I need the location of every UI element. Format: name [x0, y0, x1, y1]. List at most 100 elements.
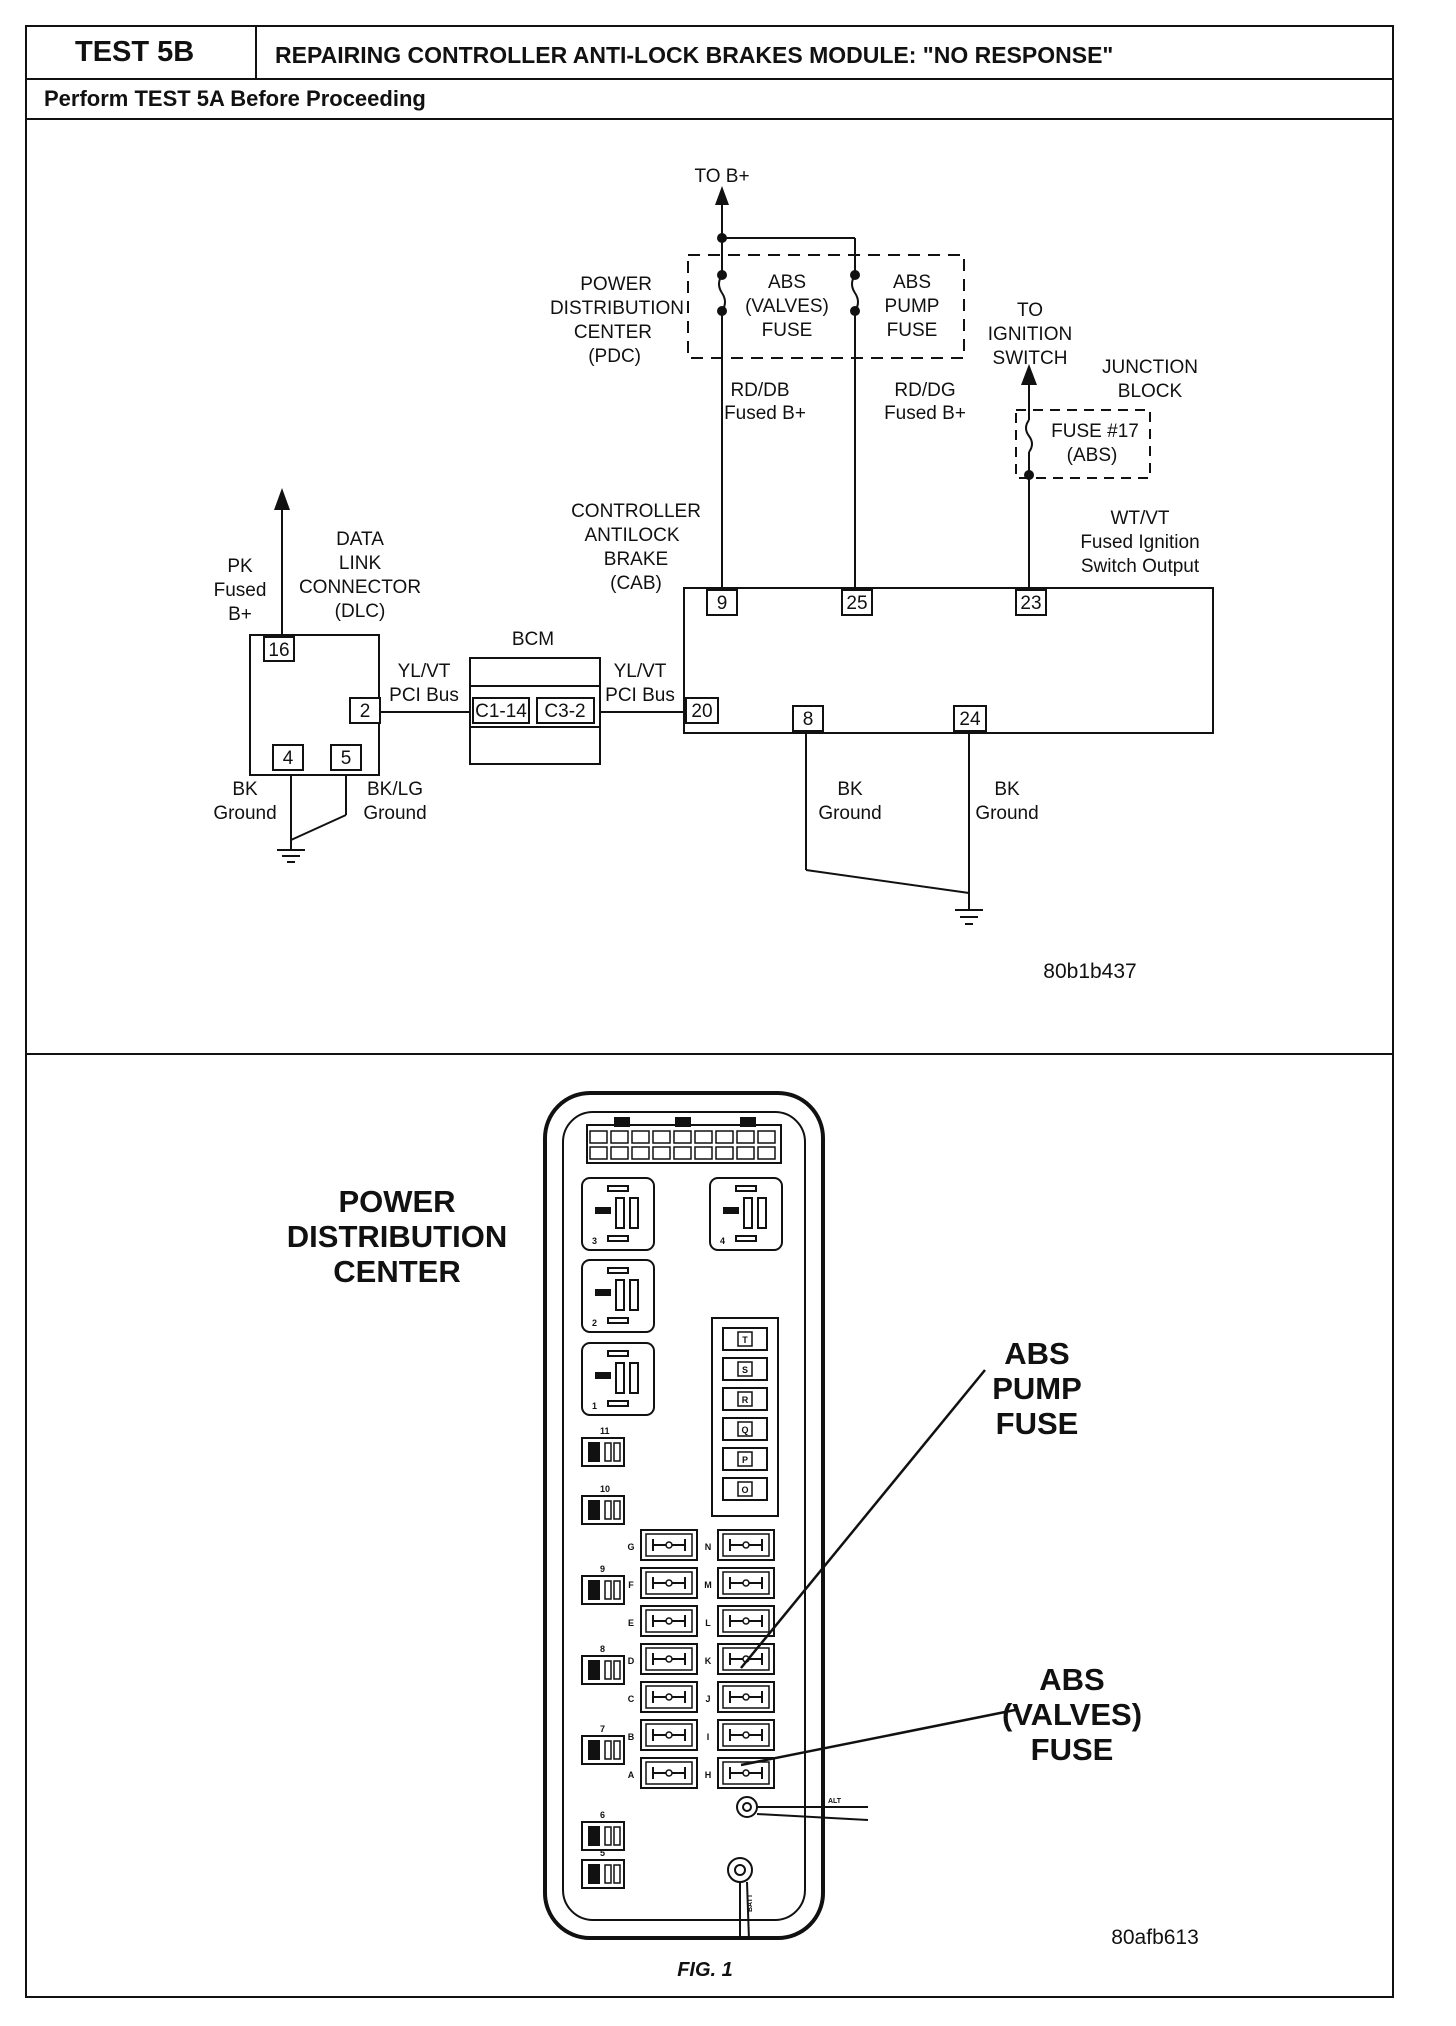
- connector-cavity: [631, 1130, 650, 1144]
- breaker-number: 7: [600, 1724, 605, 1734]
- connector-cavity: [673, 1130, 692, 1144]
- dlc-pin-16: 16: [268, 640, 289, 661]
- breaker-number: 9: [600, 1564, 605, 1574]
- junction-block-label-1: JUNCTION: [1102, 357, 1198, 378]
- cab-label-4: (CAB): [610, 573, 662, 594]
- pdc-label-3: CENTER: [574, 322, 652, 343]
- mini-fuse-letter: O: [741, 1485, 748, 1495]
- batt-label: BATT: [747, 1893, 754, 1912]
- callout-valves-2: (VALVES): [1002, 1697, 1142, 1732]
- connector-cavity: [757, 1130, 776, 1144]
- valves-fuse-label-1: ABS: [768, 272, 806, 293]
- fuse-17-label-2: (ABS): [1067, 445, 1118, 466]
- connector-cavity: [631, 1146, 650, 1160]
- figure-caption: FIG. 1: [677, 1959, 733, 1981]
- dlc-pin-2: 2: [360, 701, 371, 722]
- gnd-bk-dlc-2: Ground: [213, 803, 276, 824]
- dlc-pin-5: 5: [341, 748, 352, 769]
- cab-pin-8: 8: [803, 709, 814, 730]
- gnd-bk-8-1: BK: [837, 779, 863, 800]
- fuse-slot-letter: A: [628, 1770, 635, 1780]
- wire-rd-db-label-2: Fused B+: [724, 403, 806, 424]
- connector-cavity: [610, 1130, 629, 1144]
- pdc-title-2: DISTRIBUTION: [287, 1219, 507, 1254]
- pdc-figure-code: 80afb613: [1111, 1926, 1199, 1949]
- dlc-label-1: DATA: [336, 529, 384, 550]
- pdc-label-1: POWER: [580, 274, 652, 295]
- dlc-pin-4: 4: [283, 748, 294, 769]
- callout-valves-3: FUSE: [1031, 1732, 1114, 1767]
- mini-fuse-letter: Q: [741, 1425, 748, 1435]
- to-ignition-label-2: IGNITION: [988, 324, 1072, 345]
- connector-cavity: [736, 1130, 755, 1144]
- connector-cavity: [715, 1130, 734, 1144]
- wire-wt-vt-label-2: Fused Ignition: [1080, 532, 1199, 553]
- batt-stud: [727, 1857, 753, 1883]
- cab-label-1: CONTROLLER: [571, 501, 701, 522]
- pci-left-label-1: YL/VT: [398, 661, 451, 682]
- dlc-label-4: (DLC): [335, 601, 386, 622]
- pdc-label-2: DISTRIBUTION: [550, 298, 684, 319]
- wire-rd-dg-label-2: Fused B+: [884, 403, 966, 424]
- callout-pump-3: FUSE: [996, 1406, 1079, 1441]
- fuse-slot-letter: E: [628, 1618, 634, 1628]
- top-connector: [586, 1117, 782, 1164]
- fuse-slot-letter: I: [707, 1732, 710, 1742]
- connector-cavity: [694, 1146, 713, 1160]
- fuse-slot-letter: L: [705, 1618, 711, 1628]
- cab-pin-24: 24: [959, 709, 981, 730]
- relay-2: [581, 1259, 655, 1333]
- callout-pump-1: ABS: [1004, 1336, 1069, 1371]
- wire-rd-db-label-1: RD/DB: [730, 380, 789, 401]
- pdc-title-3: CENTER: [333, 1254, 460, 1289]
- cab-pin-25: 25: [846, 593, 867, 614]
- cab-pin-23: 23: [1020, 593, 1041, 614]
- pump-fuse-label-2: PUMP: [885, 296, 940, 317]
- pci-left-label-2: PCI Bus: [389, 685, 459, 706]
- breaker-number: 11: [600, 1426, 610, 1436]
- gnd-bk-24-1: BK: [994, 779, 1020, 800]
- cab-pin-9: 9: [717, 593, 728, 614]
- connector-cavity: [652, 1146, 671, 1160]
- fuse-slot-letter: C: [628, 1694, 635, 1704]
- relay-num-3: 3: [592, 1236, 597, 1246]
- gnd-bklg-dlc-1: BK/LG: [367, 779, 423, 800]
- page-title: REPAIRING CONTROLLER ANTI-LOCK BRAKES MO…: [275, 42, 1114, 68]
- fuse-slot-letter: M: [704, 1580, 712, 1590]
- fuse-slot-letter: B: [628, 1732, 635, 1742]
- junction-block-label-2: BLOCK: [1118, 381, 1183, 402]
- wiring-diagram: 16 2 4 5 9 25 23 20 8 24 C1-14 C3-2 TO B…: [213, 166, 1214, 983]
- relay-4: [709, 1177, 783, 1251]
- connector-cavity: [610, 1146, 629, 1160]
- fuse-slot-letter: D: [628, 1656, 635, 1666]
- mini-fuse-letter: R: [742, 1395, 749, 1405]
- wiring-figure-code: 80b1b437: [1043, 960, 1136, 983]
- connector-cavity: [694, 1130, 713, 1144]
- breaker-number: 10: [600, 1484, 610, 1494]
- breaker-number: 5: [600, 1848, 605, 1858]
- bcm-c3-pin: C3-2: [544, 701, 585, 722]
- connector-cavity: [715, 1146, 734, 1160]
- pci-right-label-2: PCI Bus: [605, 685, 675, 706]
- gnd-bk-8-2: Ground: [818, 803, 881, 824]
- gnd-bk-dlc-1: BK: [232, 779, 258, 800]
- pk-label-2: Fused: [214, 580, 267, 601]
- page-subtitle: Perform TEST 5A Before Proceeding: [44, 86, 426, 111]
- wire-wt-vt-label-3: Switch Output: [1081, 556, 1200, 577]
- to-b-plus-label: TO B+: [694, 166, 749, 187]
- cab-label-2: ANTILOCK: [584, 525, 679, 546]
- connector-cavity: [736, 1146, 755, 1160]
- pump-fuse-label-1: ABS: [893, 272, 931, 293]
- callout-pump-2: PUMP: [992, 1371, 1082, 1406]
- wire-rd-dg-label-1: RD/DG: [894, 380, 955, 401]
- alt-stud: [736, 1796, 758, 1818]
- cab-label-3: BRAKE: [604, 549, 668, 570]
- pk-label-1: PK: [227, 556, 253, 577]
- connector-cavity: [673, 1146, 692, 1160]
- connector-cavity: [589, 1146, 608, 1160]
- valves-fuse-label-2: (VALVES): [745, 296, 829, 317]
- fuse-slot-letter: G: [627, 1542, 634, 1552]
- mini-fuse-letter: S: [742, 1365, 748, 1375]
- fuse-slot-letter: K: [705, 1656, 712, 1666]
- cab-pin-20: 20: [691, 701, 712, 722]
